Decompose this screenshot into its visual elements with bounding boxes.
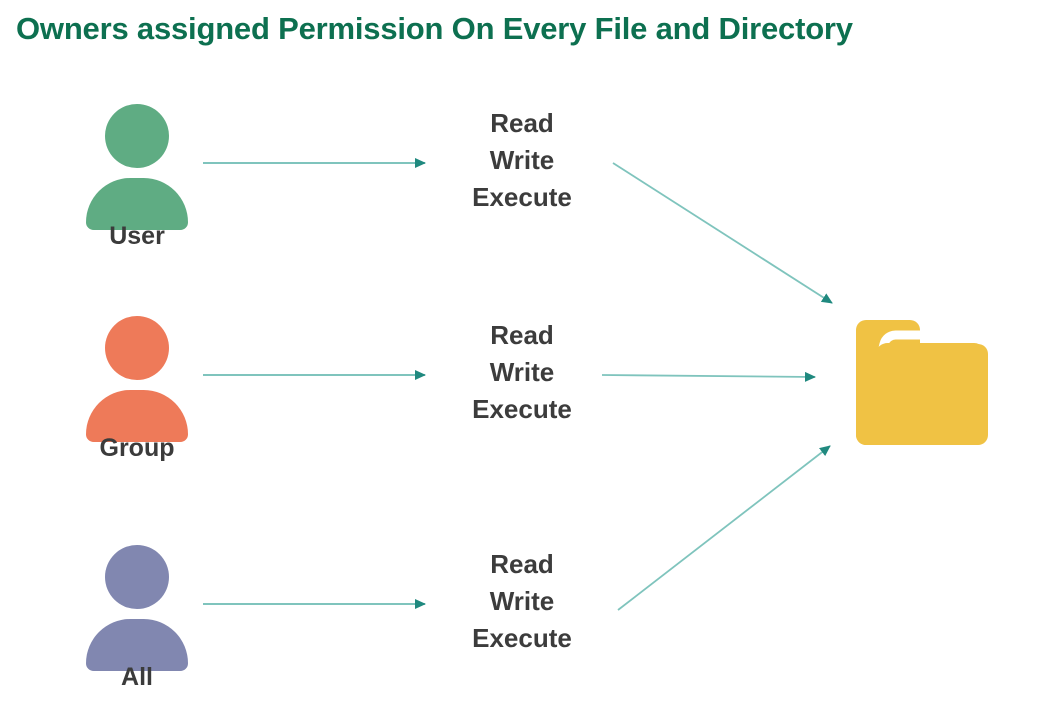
user-avatar-body	[86, 178, 188, 230]
permission-execute-group: Execute	[472, 394, 572, 424]
actor-label-user: User	[109, 222, 165, 250]
group-avatar-head	[105, 316, 169, 380]
group-person-icon	[62, 316, 212, 442]
user-avatar-head	[105, 104, 169, 168]
permission-write-all: Write	[489, 586, 555, 616]
actor-all: All	[62, 545, 212, 691]
actor-user: User	[62, 104, 212, 250]
permission-block-group: Read Write Execute	[422, 317, 622, 428]
permission-execute-user: Execute	[472, 182, 572, 212]
permission-write-group: Write	[489, 357, 555, 387]
permission-read-user: Read	[490, 108, 554, 138]
arrow-permission-all-to-folder	[617, 445, 831, 611]
all-avatar-head	[105, 545, 169, 609]
actor-label-group: Group	[99, 434, 175, 462]
all-person-icon	[62, 545, 212, 671]
arrow-permission-group-to-folder	[601, 371, 816, 382]
group-avatar-body	[86, 390, 188, 442]
permission-execute-all: Execute	[472, 623, 572, 653]
user-person-icon	[62, 104, 212, 230]
actor-group: Group	[62, 316, 212, 462]
permission-write-user: Write	[489, 145, 555, 175]
actor-label-all: All	[121, 663, 153, 691]
folder-icon	[855, 320, 993, 445]
page-title: Owners assigned Permission On Every File…	[16, 11, 853, 46]
permission-block-user: Read Write Execute	[422, 105, 622, 216]
permission-read-group: Read	[490, 320, 554, 350]
permission-block-all: Read Write Execute	[422, 546, 622, 657]
permission-read-all: Read	[490, 549, 554, 579]
all-avatar-body	[86, 619, 188, 671]
arrow-permission-user-to-folder	[612, 162, 833, 304]
